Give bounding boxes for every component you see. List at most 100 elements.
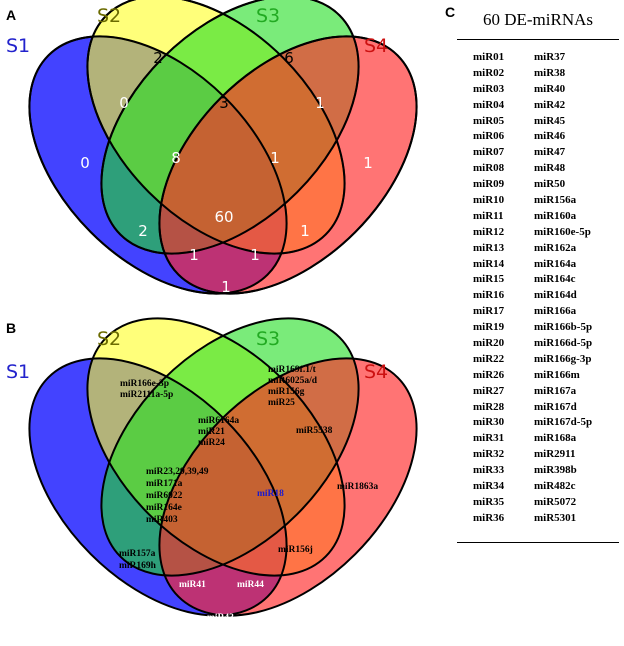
region-s1-s2-s3-label: miR164e (146, 503, 182, 513)
table-cell: miR11 (473, 209, 504, 222)
count-s4-only: 1 (363, 154, 373, 172)
table-cell: miR156a (534, 194, 577, 207)
table-cell: miR160e-5p (534, 225, 591, 238)
table-cell: miR47 (534, 146, 566, 159)
table-cell: miR5301 (534, 511, 577, 524)
table-bottom-rule (457, 542, 619, 543)
table-cell: miR164c (534, 273, 576, 286)
panel-b-letter: B (6, 320, 16, 336)
table-cell: miR35 (473, 495, 505, 508)
table-cell: miR48 (534, 162, 566, 175)
set-label-s3: S3 (256, 5, 280, 27)
region-s2-only-label: miR166e-3p (120, 379, 169, 389)
set-label-s4-b: S4 (364, 361, 388, 383)
region-s3-only-label: miR169f.1/t (268, 365, 317, 375)
region-s1-s2-s3-label: miR23,29,39,49 (146, 467, 209, 477)
count-s2-s3: 3 (219, 94, 229, 112)
table-cell: miR07 (473, 146, 505, 159)
table-cell: miR31 (473, 432, 505, 445)
count-s1-s2-s4: 1 (189, 246, 199, 264)
table-cell: miR04 (473, 98, 505, 111)
count-s1-s4: 1 (221, 278, 231, 296)
table-cell: miR45 (534, 114, 566, 127)
region-s2-s4-label: miR44 (237, 580, 264, 590)
table-cell: miR15 (473, 273, 505, 286)
table-cell: miR42 (534, 98, 566, 111)
table-cell: miR164d (534, 289, 577, 302)
region-s1-s3-label: miR169h (119, 561, 157, 571)
table-cell: miR5072 (534, 495, 577, 508)
table-cell: miR17 (473, 305, 505, 318)
set-label-s1: S1 (6, 35, 30, 57)
region-s2-only-label: miR2111a-5p (120, 390, 173, 400)
region-s2-s3-label: miR21 (198, 427, 225, 437)
region-s1-s2-s3-label: miR403 (146, 515, 178, 525)
table-cell: miR164a (534, 257, 577, 270)
table-cell: miR160a (534, 209, 577, 222)
table-cell: miR46 (534, 130, 566, 143)
set-label-s2-b: S2 (97, 328, 121, 350)
count-s1-s3: 2 (138, 222, 148, 240)
count-s3-only: 6 (284, 49, 294, 67)
table-cell: miR30 (473, 416, 505, 429)
table-cell: miR03 (473, 82, 505, 95)
table-cell: miR166b-5p (534, 321, 593, 334)
table-cell: miR167d (534, 400, 577, 413)
venn-panel-a: A S1 S2 S3 S4 0 2 6 1 0 3 1 8 1 6 (6, 0, 418, 296)
table-cell: miR16 (473, 289, 505, 302)
table-cell: miR166m (534, 368, 580, 381)
table-top-rule (457, 39, 619, 40)
table-cell: miR19 (473, 321, 505, 334)
table-cell: miR08 (473, 162, 505, 175)
table-cell: miR36 (473, 511, 505, 524)
table-cell: miR20 (473, 337, 505, 350)
table-cell: miR2911 (534, 448, 576, 461)
table-cell: miR166d-5p (534, 337, 593, 350)
table-cell: miR32 (473, 448, 505, 461)
venn-diagrams: A S1 S2 S3 S4 0 2 6 1 0 3 1 8 1 6 (6, 0, 418, 623)
table-cell: miR22 (473, 352, 505, 365)
region-s3-s4-label: miR5538 (296, 426, 333, 436)
set-label-s1-b: S1 (6, 361, 30, 383)
table-cell: miR06 (473, 130, 505, 143)
table-cell: miR01 (473, 51, 505, 63)
table-cell: miR05 (473, 114, 505, 127)
region-s2-s3-label: miR24 (198, 438, 225, 448)
table-cell: miR166a (534, 305, 577, 318)
table-cell: miR482c (534, 480, 576, 493)
ellipse-s4-b (159, 358, 417, 616)
table-cell: miR14 (473, 257, 505, 270)
table-cell: miR166g-3p (534, 352, 592, 365)
set-label-s2: S2 (97, 5, 121, 27)
table-cell: miR167d-5p (534, 416, 593, 429)
panel-a-letter: A (6, 7, 16, 23)
count-s1-only: 0 (80, 154, 90, 172)
table-cell: miR09 (473, 178, 505, 191)
table-cell: miR13 (473, 241, 505, 254)
count-s3-s4: 1 (315, 94, 325, 112)
panel-c-letter: C (445, 4, 456, 20)
region-s3-only-label: miR6025a/d (268, 376, 318, 386)
set-label-s4: S4 (364, 35, 388, 57)
table-cell: miR37 (534, 51, 566, 63)
count-s2-only: 2 (153, 49, 163, 67)
count-s2-s3-s4: 1 (270, 149, 280, 167)
count-s1-s2-s3: 8 (171, 149, 181, 167)
region-s3-only-label: miR156g (268, 387, 305, 397)
region-s1-s2-s4-label: miR41 (179, 580, 206, 590)
region-s1-s2-s3-label: miR6022 (146, 491, 183, 501)
table-cell: miR40 (534, 82, 566, 95)
region-s1-s2-s3-label: miR171a (146, 479, 183, 489)
table-cell: miR168a (534, 432, 577, 445)
region-s2-s3-label: miR6164a (198, 416, 239, 426)
table-cell: miR162a (534, 241, 577, 254)
count-s1-s3-s4: 1 (250, 246, 260, 264)
count-s1-s2: 0 (119, 94, 129, 112)
table-cell: miR28 (473, 400, 505, 413)
table-title: 60 DE-miRNAs (482, 10, 594, 29)
table-cell: miR33 (473, 464, 505, 477)
region-s1-s4-label: miR43 (207, 613, 234, 623)
venn-panel-b: B S1 S2 S3 S4 miR166e-3p miR2111a-5p miR… (6, 317, 418, 623)
